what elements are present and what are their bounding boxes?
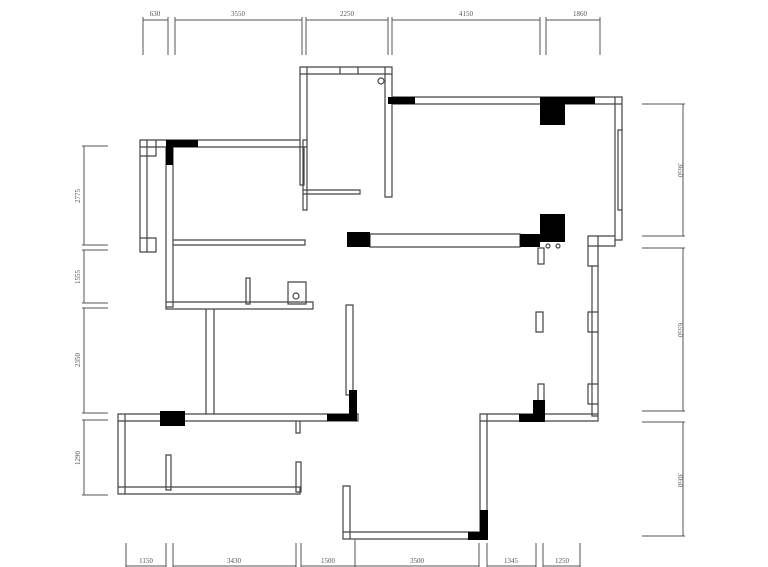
fixture-circles — [292, 77, 561, 300]
dim-left-1: 2775 — [74, 189, 82, 204]
dim-top-4: 4150 — [459, 10, 474, 18]
dimension-bottom-line — [125, 540, 581, 567]
dim-bottom-4: 3500 — [410, 557, 425, 565]
dimension-lines — [82, 17, 685, 567]
dim-bottom-2: 3430 — [227, 557, 242, 565]
dim-left-2: 1555 — [74, 270, 82, 285]
dim-bottom-6: 1250 — [555, 557, 570, 565]
walls — [117, 66, 623, 540]
dim-bottom-3: 1500 — [321, 557, 336, 565]
dim-left-4: 1290 — [74, 451, 82, 466]
dim-bottom-5: 1345 — [504, 557, 519, 565]
structural-columns — [160, 97, 595, 540]
dim-right-2: 6550 — [676, 323, 684, 338]
dim-right-3: 3050 — [676, 473, 684, 488]
dimension-right-line — [642, 103, 685, 537]
dim-left-3: 2350 — [74, 353, 82, 368]
dimension-left-line — [82, 145, 108, 496]
dim-right-1: 3650 — [676, 163, 684, 178]
dim-top-3: 2250 — [340, 10, 355, 18]
dim-top-5: 1860 — [573, 10, 588, 18]
dimension-labels: 630 3550 2250 4150 1860 1150 3430 1500 3500 1345 1… — [74, 10, 684, 565]
dimension-top-line — [142, 17, 601, 55]
dim-top-1: 630 — [150, 10, 161, 18]
dim-top-2: 3550 — [231, 10, 246, 18]
dim-bottom-1: 1150 — [139, 557, 153, 565]
